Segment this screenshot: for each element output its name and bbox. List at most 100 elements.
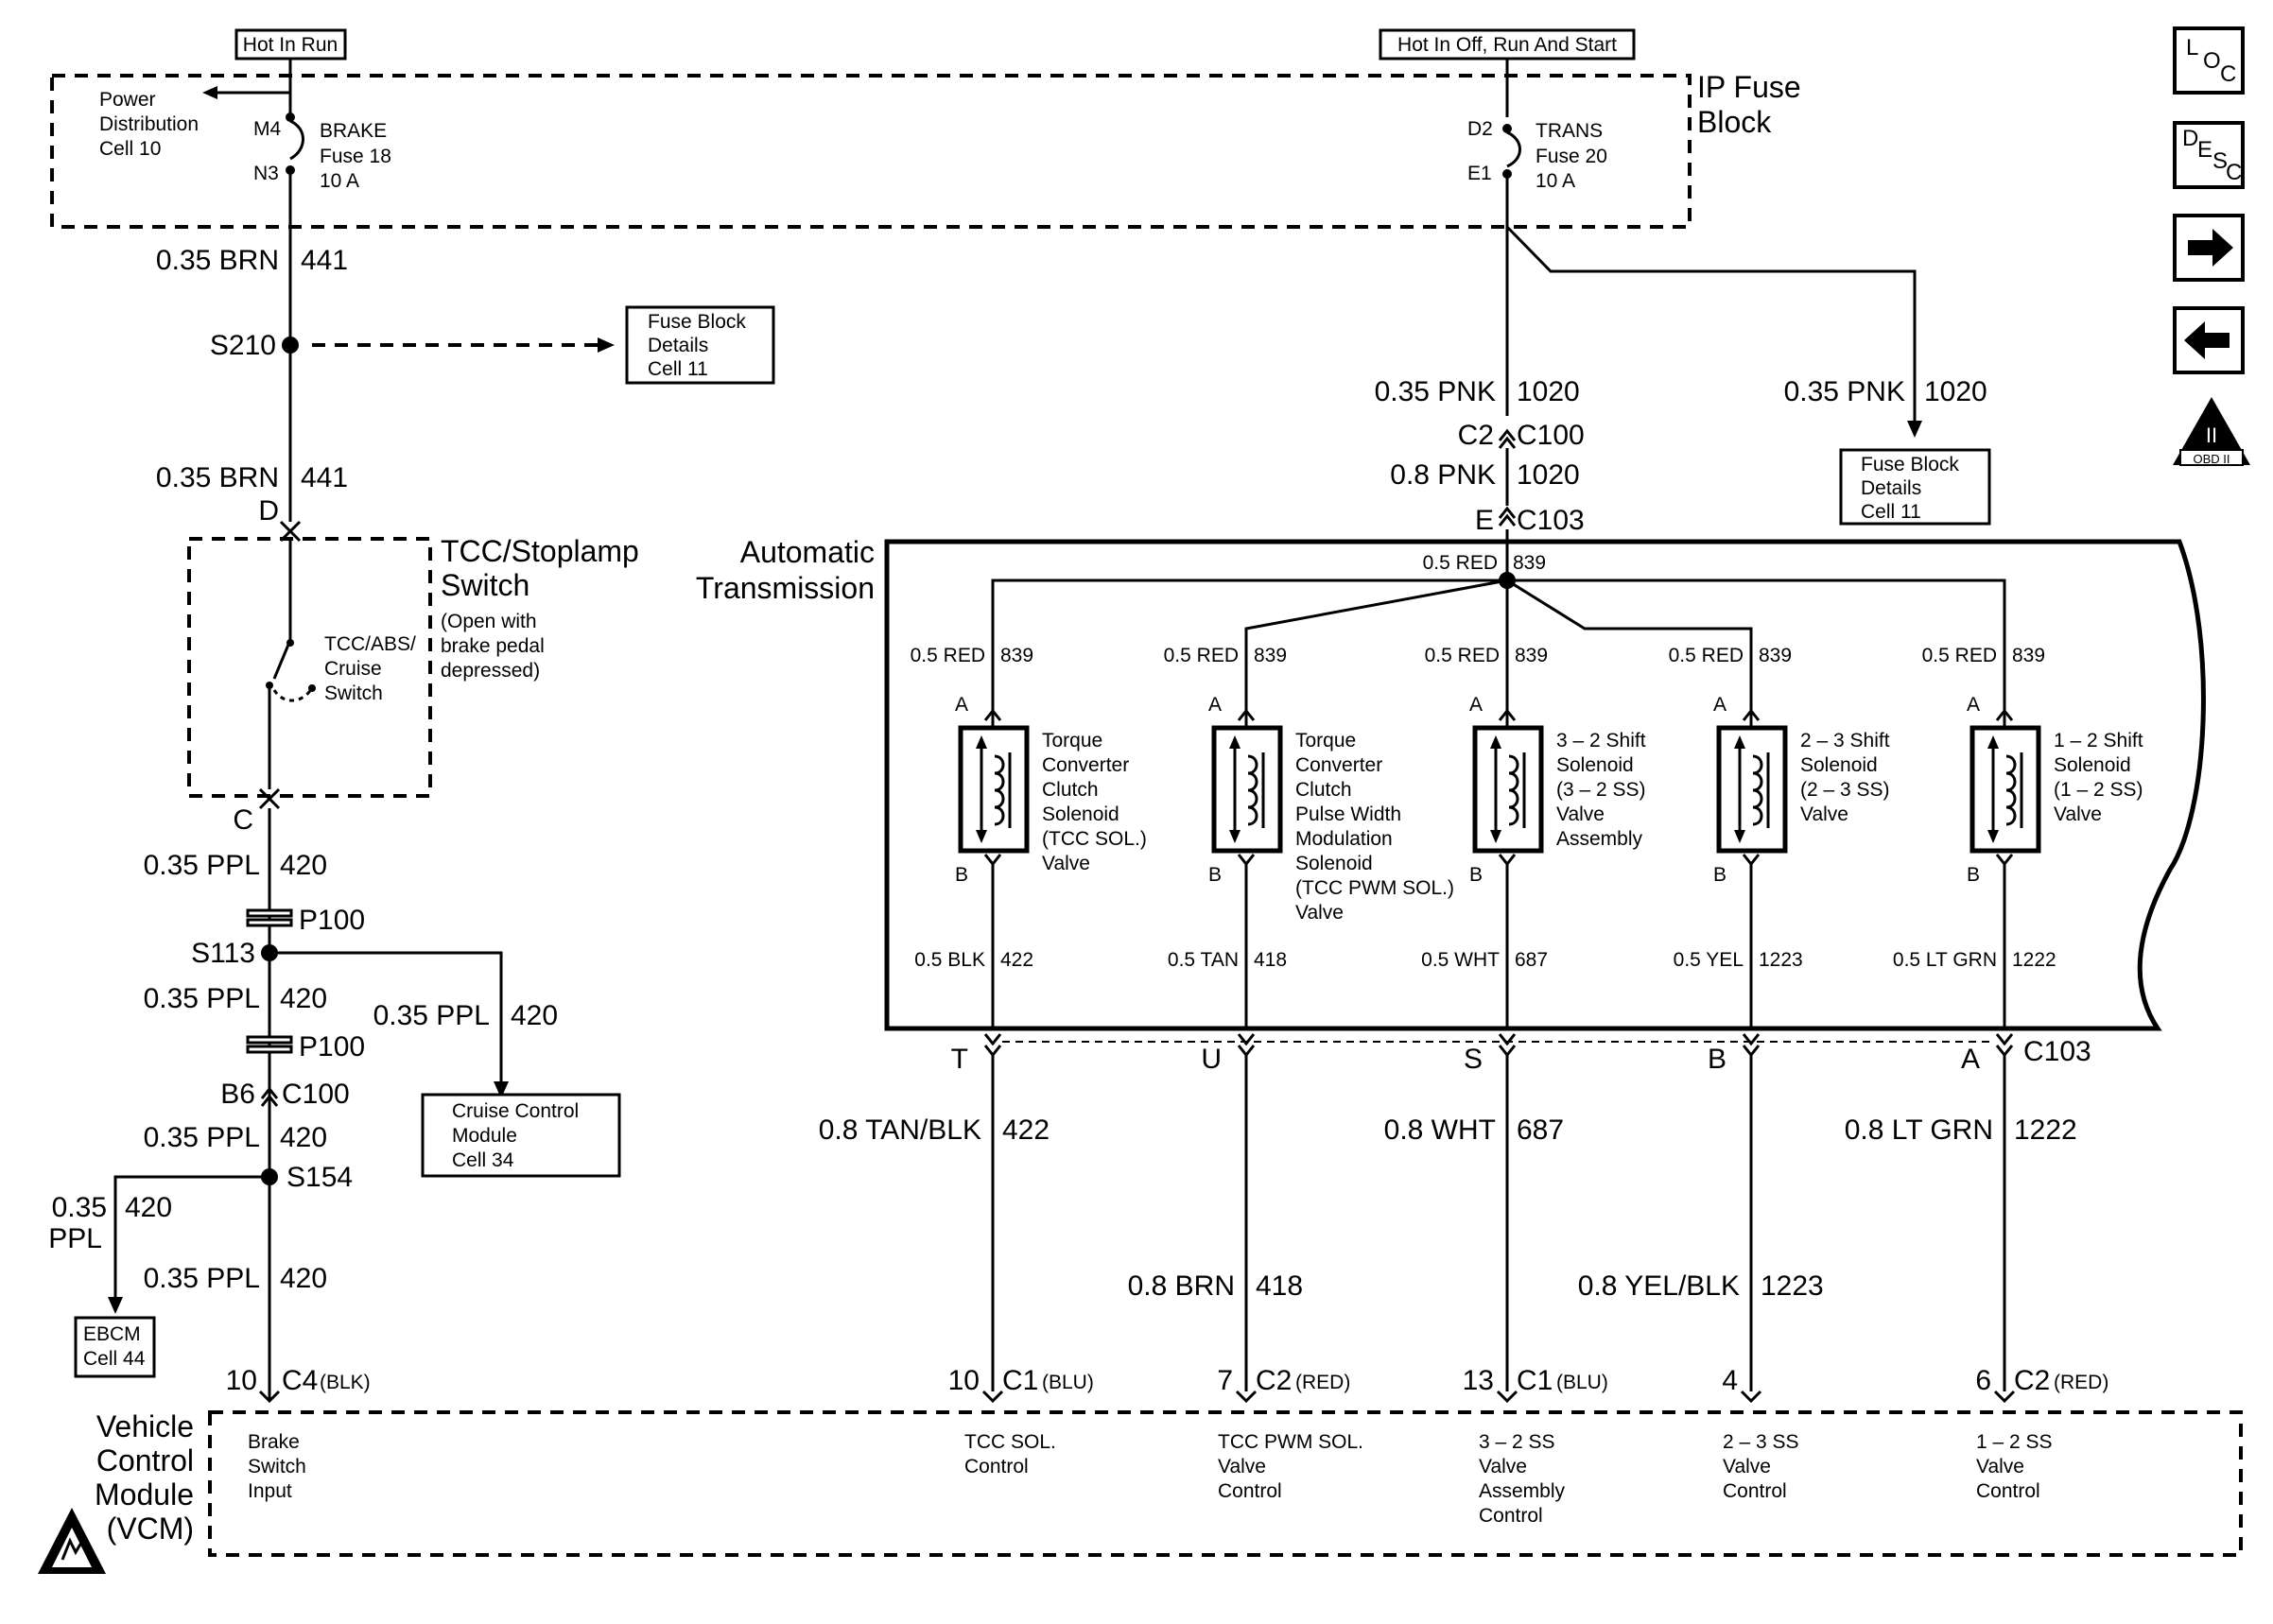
svg-text:O: O: [2203, 48, 2221, 74]
wire-label: 0.8 WHT: [1384, 1114, 1496, 1146]
desc-button[interactable]: D E S C: [2173, 121, 2245, 189]
brake-fuse: M4 N3 BRAKE Fuse 18 10 A: [253, 59, 391, 192]
svg-text:L: L: [2186, 35, 2198, 60]
svg-text:E1: E1: [1467, 163, 1492, 184]
solenoid-name-line: Valve: [1042, 853, 1090, 874]
solenoid-name-line: (TCC SOL.): [1042, 828, 1147, 850]
wire-number: 1222: [2014, 1114, 2077, 1146]
hot-in-all-label: Hot In Off, Run And Start: [1379, 28, 1636, 60]
solenoid-body: [1211, 725, 1283, 854]
vcm-function-line: 3 – 2 SS: [1479, 1431, 1555, 1453]
vcm-pin: 10: [948, 1365, 980, 1396]
wire-number: 839: [1254, 645, 1287, 666]
previous-button[interactable]: [2173, 306, 2245, 374]
svg-text:Switch: Switch: [248, 1456, 306, 1477]
wire-number: 839: [1000, 645, 1033, 666]
next-button[interactable]: [2173, 214, 2245, 282]
svg-text:Transmission: Transmission: [696, 571, 875, 605]
svg-text:Cruise Control: Cruise Control: [452, 1100, 579, 1122]
svg-text:(Open with: (Open with: [441, 611, 537, 632]
vcm-function-line: Control: [1479, 1505, 1543, 1527]
vcm-pin: 6: [1975, 1365, 1991, 1396]
wire-label: 0.8 YEL/BLK: [1578, 1270, 1740, 1302]
wire-label: 0.5 LT GRN: [1893, 949, 1997, 971]
fuse-block-details-ref-2[interactable]: Fuse Block Details Cell 11: [1839, 448, 1991, 526]
svg-text:Module: Module: [95, 1477, 194, 1512]
svg-text:420: 420: [280, 850, 327, 881]
power-distribution-ref[interactable]: Power Distribution Cell 10: [99, 86, 290, 160]
svg-text:Details: Details: [1861, 477, 1921, 499]
vcm-connector-color: (BLU): [1042, 1372, 1094, 1393]
svg-text:(VCM): (VCM): [107, 1512, 194, 1546]
svg-text:Fuse Block: Fuse Block: [1861, 454, 1959, 475]
svg-text:1020: 1020: [1517, 459, 1580, 491]
wire-label: 0.5 TAN: [1168, 949, 1239, 971]
svg-text:TRANS: TRANS: [1536, 120, 1603, 142]
solenoid-name-line: (1 – 2 SS): [2054, 779, 2143, 801]
vcm-pin: 13: [1463, 1365, 1494, 1396]
desc-icon: D E S C: [2182, 126, 2242, 185]
solenoid-name-line: Torque: [1042, 730, 1102, 752]
vcm-connector: C2: [2014, 1365, 2050, 1396]
pin-a: A: [1967, 694, 1980, 716]
svg-text:C100: C100: [282, 1079, 350, 1110]
svg-text:Module: Module: [452, 1125, 517, 1147]
svg-text:C: C: [2226, 160, 2242, 185]
wire-number: 687: [1515, 949, 1548, 971]
svg-text:TCC/ABS/: TCC/ABS/: [324, 633, 416, 655]
solenoid-name-line: (3 – 2 SS): [1556, 779, 1646, 801]
solenoid-name-line: Solenoid: [1800, 754, 1878, 776]
svg-text:0.35: 0.35: [52, 1192, 107, 1223]
pin-a: A: [1469, 694, 1483, 716]
svg-text:brake pedal: brake pedal: [441, 635, 545, 657]
vcm-function-line: TCC PWM SOL.: [1218, 1431, 1363, 1453]
wire-number: 422: [1000, 949, 1033, 971]
cruise-control-module-ref[interactable]: Cruise Control Module Cell 34: [421, 1093, 621, 1178]
svg-text:0.35 PPL: 0.35 PPL: [144, 850, 260, 881]
vcm-function-line: Valve: [1218, 1456, 1266, 1477]
vcm: Vehicle Control Module (VCM) Brake Switc…: [38, 1409, 2243, 1574]
solenoid-name-line: Solenoid: [2054, 754, 2131, 776]
ip-fuse-block-title-1: IP Fuse: [1697, 70, 1801, 104]
svg-text:N3: N3: [253, 163, 279, 184]
solenoid-name-line: Assembly: [1556, 828, 1643, 850]
svg-text:D2: D2: [1467, 118, 1493, 140]
svg-text:Distribution: Distribution: [99, 113, 199, 135]
svg-text:Input: Input: [248, 1480, 292, 1502]
fuse-block-details-ref-1[interactable]: Fuse Block Details Cell 11: [625, 305, 775, 385]
wire-label: 0.5 RED: [1425, 645, 1500, 666]
svg-text:P100: P100: [299, 1031, 365, 1063]
solenoid-name-line: Solenoid: [1295, 853, 1373, 874]
svg-text:Brake: Brake: [248, 1431, 300, 1453]
svg-text:Cell 44: Cell 44: [83, 1348, 146, 1370]
vcm-function-line: Valve: [1479, 1456, 1527, 1477]
ebcm-ref[interactable]: EBCM Cell 44: [74, 1316, 156, 1378]
vcm-function-line: Control: [1218, 1480, 1282, 1502]
loc-button[interactable]: L O C: [2173, 26, 2245, 95]
pin-b: B: [1713, 864, 1726, 886]
ip-fuse-block: IP Fuse Block: [50, 70, 1801, 229]
solenoid-name-line: 1 – 2 Shift: [2054, 730, 2143, 752]
svg-text:839: 839: [1513, 552, 1546, 574]
svg-text:1020: 1020: [1924, 376, 1987, 407]
vcm-function-line: Control: [1976, 1480, 2040, 1502]
vcm-function-line: 1 – 2 SS: [1976, 1431, 2053, 1453]
c103-pin: U: [1201, 1044, 1222, 1075]
svg-text:BRAKE: BRAKE: [320, 120, 387, 142]
obd-ii-button[interactable]: OBD II II: [2173, 397, 2250, 466]
vcm-function-line: Valve: [1723, 1456, 1771, 1477]
wire-number: 1223: [1759, 949, 1803, 971]
svg-text:II: II: [2206, 423, 2217, 447]
svg-text:Cruise: Cruise: [324, 658, 382, 680]
svg-text:0.35 PPL: 0.35 PPL: [144, 983, 260, 1014]
svg-text:1020: 1020: [1517, 376, 1580, 407]
vcm-connector: C2: [1256, 1365, 1292, 1396]
c103-label: C103: [2023, 1036, 2091, 1067]
svg-text:M4: M4: [253, 118, 281, 140]
solenoid-name-line: 2 – 3 Shift: [1800, 730, 1890, 752]
svg-text:Cell 11: Cell 11: [648, 358, 708, 380]
svg-text:Power: Power: [99, 89, 156, 111]
